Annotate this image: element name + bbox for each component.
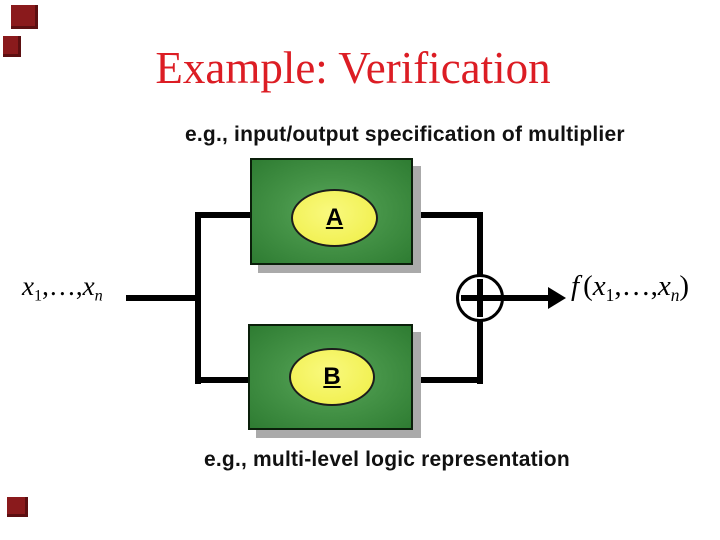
adder-plus-icon	[477, 279, 483, 317]
module-a-label: A	[325, 204, 344, 231]
module-a-bubble: A	[291, 189, 378, 247]
corner-square-decoration	[7, 497, 28, 517]
corner-square-decoration	[11, 5, 38, 29]
input-signal-label: x1,…,xn	[22, 271, 103, 305]
branch-to-module-a-wire	[198, 212, 254, 218]
branch-to-module-b-wire	[198, 377, 254, 383]
slide-title: Example: Verification	[155, 43, 551, 93]
bottom-caption: e.g., multi-level logic representation	[204, 448, 570, 471]
input-wire	[126, 295, 198, 301]
output-wire	[498, 295, 550, 301]
module-b-bubble: B	[289, 348, 375, 406]
module-a-output-wire	[411, 212, 481, 218]
module-b-label: B	[323, 363, 341, 390]
left-branch-wire	[195, 212, 201, 384]
top-caption: e.g., input/output specification of mult…	[185, 123, 625, 146]
module-b-output-wire	[411, 377, 481, 383]
output-signal-label: f(x1,…,xn)	[571, 270, 690, 306]
output-arrowhead-icon	[548, 287, 566, 309]
corner-square-decoration	[3, 36, 21, 57]
